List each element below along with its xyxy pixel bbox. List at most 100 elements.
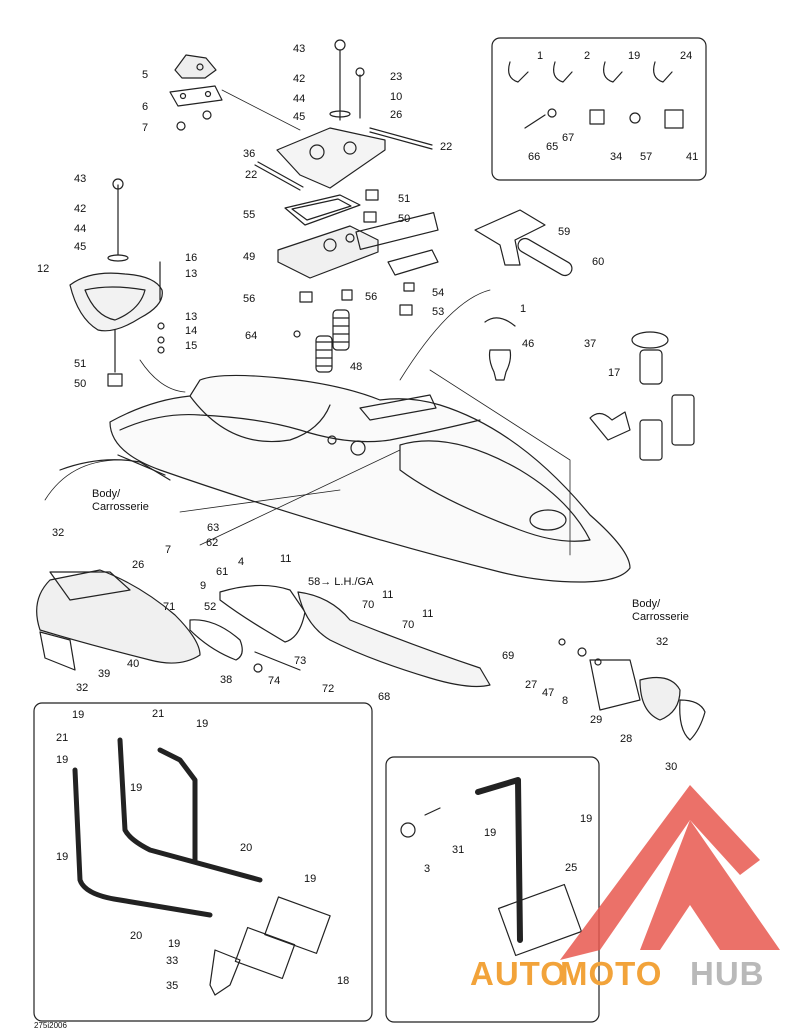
callout: 66 [528,151,540,163]
body-note-right-line1: Body/ [632,598,661,610]
callout: 32 [52,527,64,539]
callout: 62 [206,537,218,549]
callout: 58→ L.H./GA [308,576,374,588]
callout: 3 [424,863,430,875]
compression-springs [293,309,350,373]
callout: 19 [304,873,316,885]
callout: 32 [656,636,668,648]
callout: 19 [628,50,640,62]
callout: 26 [390,109,402,121]
seat-support-plate [254,39,433,191]
callout: 65 [546,141,558,153]
callout: 36 [243,148,255,160]
callout: 41 [686,151,698,163]
callout: 56 [365,291,377,303]
callout: 19 [168,938,180,950]
drain-inset-box [385,756,600,1023]
callout: 21 [56,732,68,744]
callout: 42 [74,203,86,215]
guide-lines [44,89,571,556]
callout: 19 [56,851,68,863]
callout: 9 [200,580,206,592]
body-notes: Body/ Carrosserie Body/ Carrosserie 275i… [34,488,689,1030]
callout: 16 [185,252,197,264]
callout: 53 [432,306,444,318]
callout: 43 [74,173,86,185]
callout: 68 [378,691,390,703]
callout: 60 [592,256,604,268]
figure-code: 275i2006 [34,1021,67,1030]
callout: 11 [280,553,291,565]
callout: 7 [165,544,171,556]
callout: 67 [562,132,574,144]
vent-parts [474,209,695,461]
callout: 39 [98,668,110,680]
callout: 13 [185,311,197,323]
callout: 17 [608,367,620,379]
callout: 30 [665,761,677,773]
callout: 6 [142,101,148,113]
callout: 54 [432,287,444,299]
callout: 72 [322,683,334,695]
body-note-left-line2: Carrosserie [92,501,149,513]
callout: 1 [520,303,526,315]
callout: 26 [132,559,144,571]
callout: 44 [293,93,305,105]
callout: 47 [542,687,554,699]
clip-icons [508,61,684,129]
callout: 55 [243,209,255,221]
callout: 18 [337,975,349,987]
callout: 19 [72,709,84,721]
callout: 50 [74,378,86,390]
callout: 23 [390,71,402,83]
clips-inset-box [491,37,707,181]
callout: 32 [76,682,88,694]
callout: 69 [502,650,514,662]
callout: 11 [422,608,433,620]
hoses-drawing [72,737,331,996]
callout: 24 [680,50,692,62]
body-note-right-line2: Carrosserie [632,611,689,623]
callout: 4 [238,556,244,568]
callout: 11 [382,589,393,601]
callout: 64 [245,330,257,342]
callout: 34 [610,151,622,163]
watermark-auto: AUTO [470,955,567,992]
seat-latch-bracket [169,54,223,131]
callout: 20 [130,930,142,942]
callout: 10 [390,91,402,103]
storage-frame [277,189,439,316]
callout: 21 [152,708,164,720]
callout: 19 [196,718,208,730]
callout: 20 [240,842,252,854]
callout: 70 [362,599,374,611]
callout: 19 [580,813,592,825]
callout: 71 [163,601,175,613]
callout: 22 [440,141,452,153]
callout: 56 [243,293,255,305]
callout: 44 [74,223,86,235]
callout: 33 [166,955,178,967]
side-panels [36,569,491,688]
callout: 45 [293,111,305,123]
callout: 45 [74,241,86,253]
callout: 19 [130,782,142,794]
callout: 52 [204,601,216,613]
callout: 51 [398,193,410,205]
callout: 74 [268,675,280,687]
callout: 43 [293,43,305,55]
callout: 35 [166,980,178,992]
callout: 13 [185,268,197,280]
grab-handle [69,178,165,387]
callout: 7 [142,122,148,134]
callout: 49 [243,251,255,263]
hoses-inset-box [33,702,373,1022]
callout: 59 [558,226,570,238]
watermark-moto: MOTO [560,955,662,992]
callout: 48 [350,361,362,373]
callout: 19 [56,754,68,766]
body-note-left-line1: Body/ [92,488,121,500]
callout: 5 [142,69,148,81]
hull-body [59,374,631,583]
